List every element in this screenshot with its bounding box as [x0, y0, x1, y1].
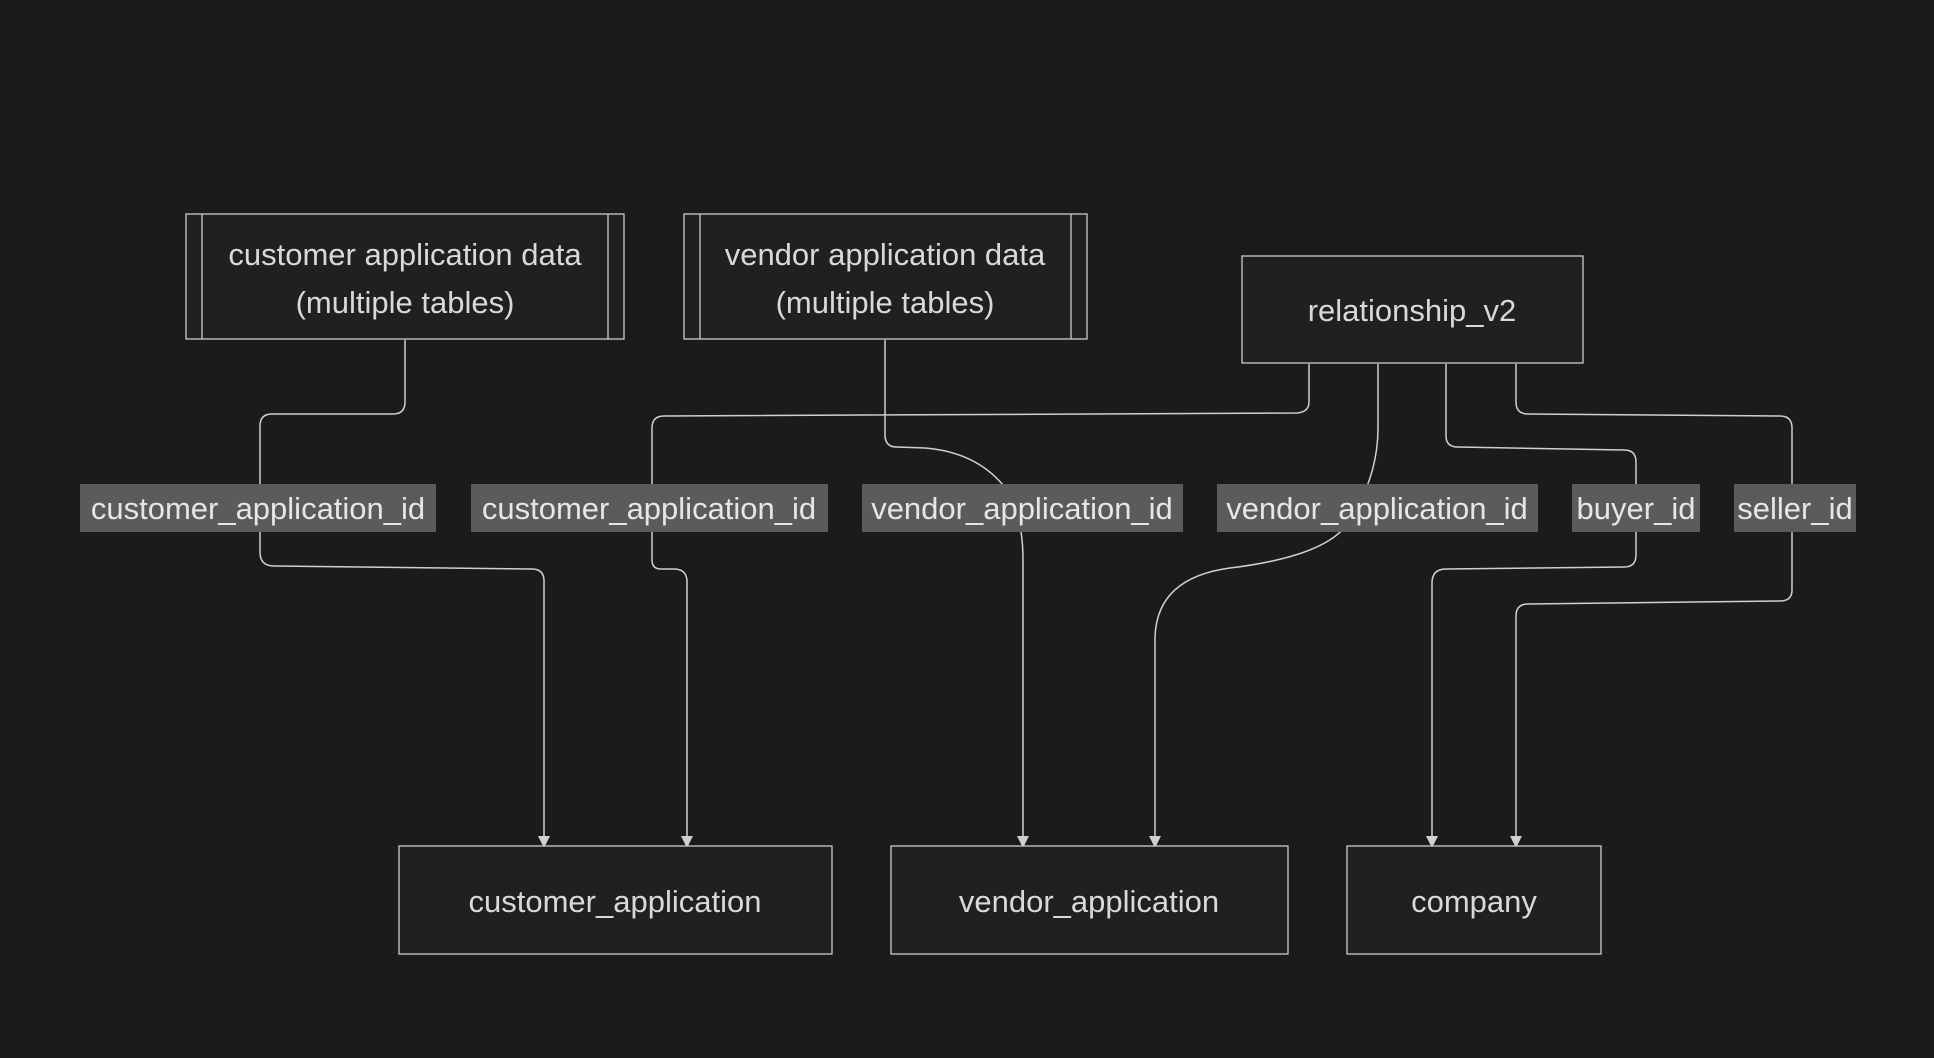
node-label-line: relationship_v2 [1308, 293, 1517, 328]
edge-label-background [862, 484, 1183, 532]
node-shape [683, 213, 1088, 340]
node-shape [890, 845, 1289, 955]
node-company[interactable]: company [1346, 845, 1602, 955]
edge-label-background [80, 484, 436, 532]
edge-label-background [1217, 484, 1538, 532]
node-label-line: customer_application [469, 884, 762, 919]
node-label-line: vendor application data [725, 237, 1046, 272]
node-vendor-application-data[interactable]: vendor application data (multiple tables… [683, 213, 1088, 340]
edge-label-text: customer_application_id [91, 491, 425, 526]
node-label-line: vendor_application [959, 884, 1219, 919]
edge-label-text: vendor_application_id [871, 491, 1173, 526]
edge-relationship-to-company-buyer [1426, 364, 1637, 848]
edge-label-text: buyer_id [1577, 491, 1696, 526]
edge-labels: customer_application_id customer_applica… [80, 484, 1856, 532]
edge-label: seller_id [1734, 484, 1856, 532]
edge-relationship-to-vendor-application [1149, 364, 1379, 848]
edge-label: customer_application_id [471, 484, 828, 532]
edge-relationship-to-customer-application [651, 364, 1310, 848]
node-label-line: customer application data [228, 237, 582, 272]
edge-label-text: vendor_application_id [1226, 491, 1528, 526]
node-shape [1241, 255, 1584, 364]
edge-customer-data-to-customer-application [259, 340, 550, 848]
edge-label: customer_application_id [80, 484, 436, 532]
node-label-line: (multiple tables) [776, 285, 995, 320]
edge-label-background [471, 484, 828, 532]
edge-label: vendor_application_id [862, 484, 1183, 532]
node-shape [398, 845, 833, 955]
edge-label-text: seller_id [1737, 491, 1852, 526]
edge-label-text: customer_application_id [482, 491, 816, 526]
node-label-line: company [1411, 884, 1537, 919]
node-label-line: (multiple tables) [296, 285, 515, 320]
edge-relationship-to-company-seller [1510, 364, 1793, 848]
node-customer-application-data[interactable]: customer application data (multiple tabl… [185, 213, 625, 340]
edge-label-background [1572, 484, 1700, 532]
edge-label: buyer_id [1572, 484, 1700, 532]
edges [259, 340, 1793, 848]
node-shape [1346, 845, 1602, 955]
node-vendor-application[interactable]: vendor_application [890, 845, 1289, 955]
edge-label: vendor_application_id [1217, 484, 1538, 532]
node-customer-application[interactable]: customer_application [398, 845, 833, 955]
nodes: customer application data (multiple tabl… [185, 213, 1602, 955]
node-relationship-v2[interactable]: relationship_v2 [1241, 255, 1584, 364]
edge-vendor-data-to-vendor-application [884, 340, 1029, 848]
node-shape [185, 213, 625, 340]
edge-label-background [1734, 484, 1856, 532]
